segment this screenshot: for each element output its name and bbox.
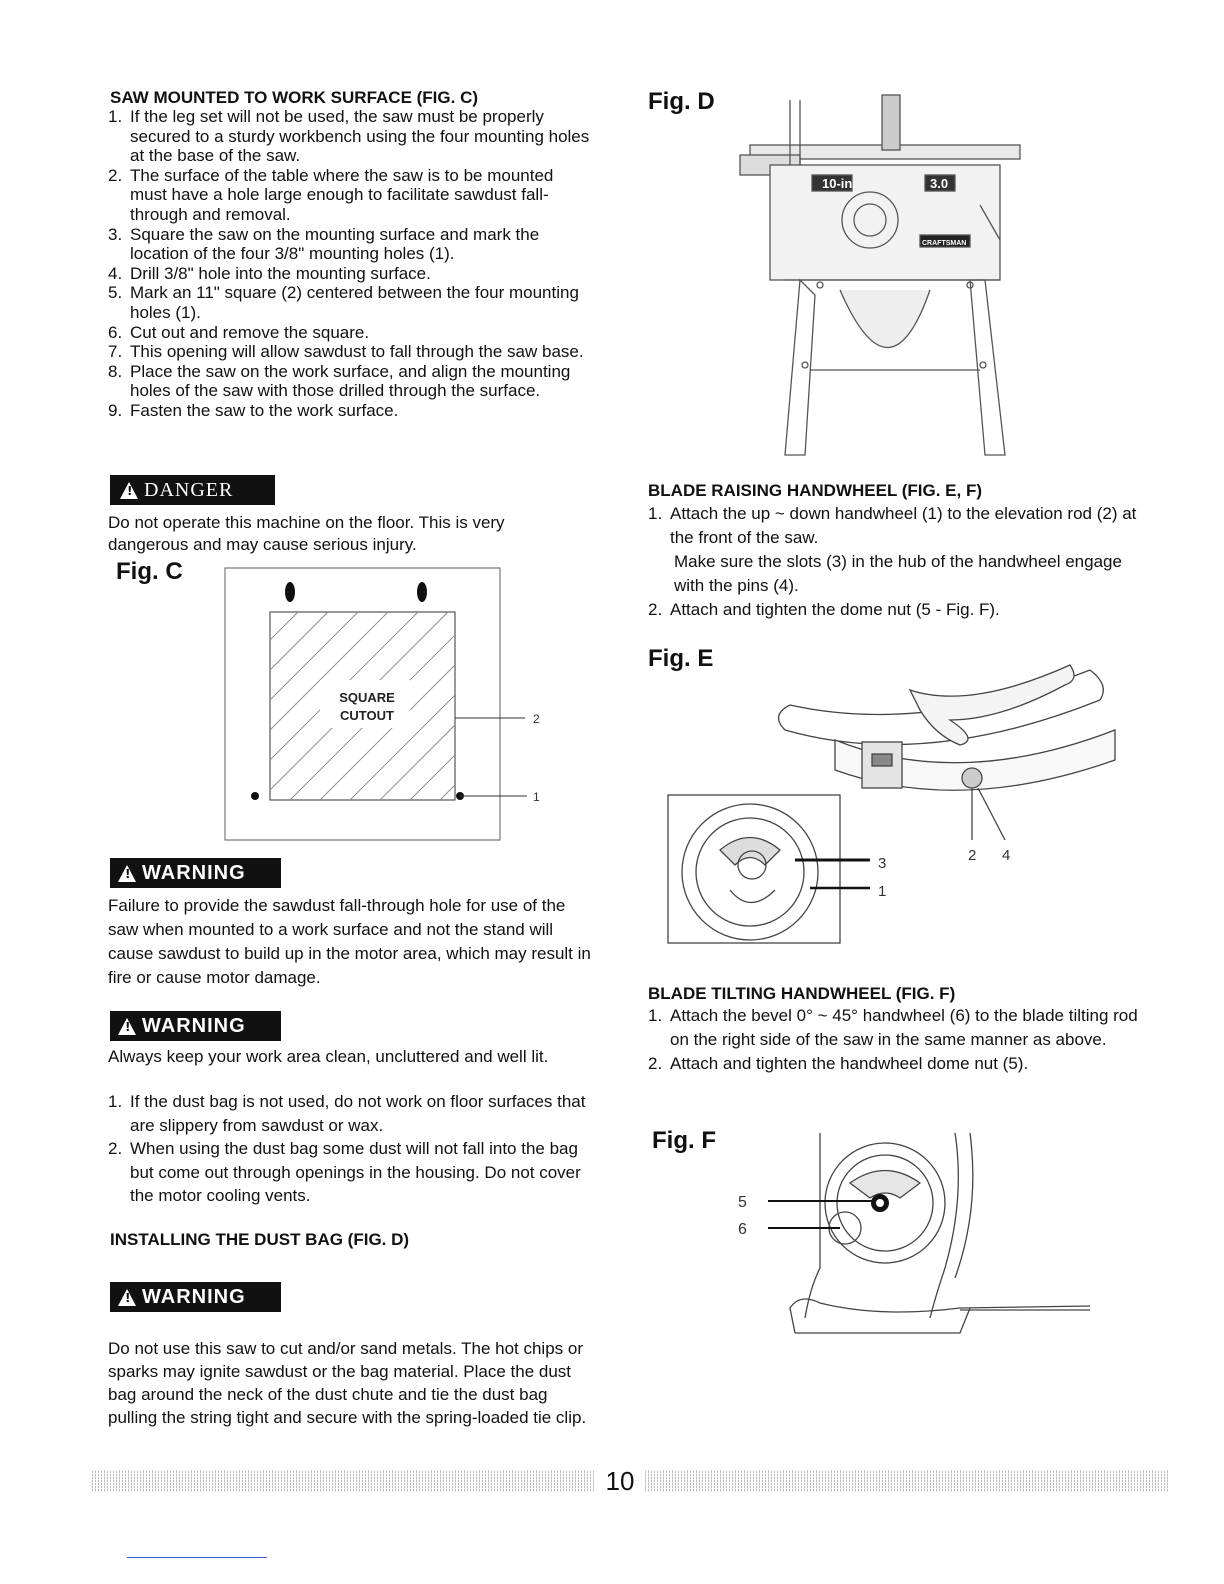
- fig-e-callout-4: 4: [1002, 847, 1010, 864]
- section-heading-dust-bag: INSTALLING THE DUST BAG (FIG. D): [110, 1230, 410, 1249]
- fig-e-label: Fig. E: [648, 645, 714, 672]
- danger-text: Do not operate this machine on the floor…: [108, 513, 505, 554]
- danger-badge: DANGER: [110, 475, 275, 505]
- page-number: 10: [605, 1466, 635, 1496]
- raising-steps-list: 1.Attach the up ~ down handwheel (1) to …: [648, 502, 1148, 622]
- list-item: 6.Cut out and remove the square.: [108, 322, 370, 342]
- tilting-steps-list: 1.Attach the bevel 0° ~ 45° handwheel (6…: [648, 1004, 1148, 1076]
- warning-badge-3: WARNING: [110, 1282, 281, 1312]
- warning-1-text: Failure to provide the sawdust fall-thro…: [108, 896, 591, 987]
- callout-2: 2: [533, 712, 540, 726]
- fig-c-diagram: SQUARE CUTOUT 2 1: [224, 567, 540, 841]
- saw-size-label: 10-in.: [822, 176, 856, 191]
- warning-2-steps: 1.If the dust bag is not used, do not wo…: [108, 1090, 598, 1208]
- fig-c-label: Fig. C: [116, 558, 183, 585]
- section-heading-saw-mounted: SAW MOUNTED TO WORK SURFACE (FIG. C): [110, 88, 479, 107]
- divider: [127, 1557, 267, 1558]
- warning-3-text: Do not use this saw to cut and/or sand m…: [108, 1339, 587, 1427]
- fig-e-callout-3: 3: [878, 855, 886, 872]
- square-cutout-label-2: CUTOUT: [340, 708, 394, 723]
- list-item: 1.If the leg set will not be used, the s…: [108, 107, 590, 166]
- section-heading-blade-raising: BLADE RAISING HANDWHEEL (FIG. E, F): [648, 481, 983, 500]
- fig-f-label: Fig. F: [652, 1127, 716, 1154]
- warning-triangle-icon: [118, 864, 136, 882]
- mounting-steps-list: 1.If the leg set will not be used, the s…: [108, 107, 593, 421]
- brand-label: CRAFTSMAN: [922, 240, 966, 247]
- footer-decorative-bar-left: [92, 1470, 595, 1492]
- fig-e-diagram: 3 1 2 4: [667, 664, 1116, 944]
- fig-e-callout-1: 1: [878, 883, 886, 900]
- fig-d-diagram: 10-in. 3.0 CRAFTSMAN: [739, 94, 1021, 456]
- warning-triangle-icon: [118, 1288, 136, 1306]
- list-item: 1.If the dust bag is not used, do not wo…: [108, 1092, 586, 1135]
- footer-decorative-bar-right: [645, 1470, 1170, 1492]
- fig-f-callout-5: 5: [738, 1194, 747, 1211]
- section-heading-blade-tilting: BLADE TILTING HANDWHEEL (FIG. F): [648, 984, 956, 1003]
- warning-badge-2: WARNING: [110, 1011, 281, 1041]
- square-cutout-label-1: SQUARE: [339, 690, 395, 705]
- fig-d-label: Fig. D: [648, 88, 715, 115]
- list-item: 7.This opening will allow sawdust to fal…: [108, 342, 584, 362]
- list-item: 8.Place the saw on the work surface, and…: [108, 361, 571, 401]
- warning-triangle-icon: [118, 1017, 136, 1035]
- list-item: 4.Drill 3/8" hole into the mounting surf…: [108, 263, 431, 283]
- saw-hp-label: 3.0: [930, 176, 948, 191]
- list-item: 2.The surface of the table where the saw…: [108, 165, 554, 224]
- list-item: 2.When using the dust bag some dust will…: [108, 1139, 581, 1205]
- warning-triangle-icon: [120, 481, 138, 499]
- fig-f-callout-6: 6: [738, 1221, 747, 1238]
- list-item: 9.Fasten the saw to the work surface.: [108, 400, 399, 420]
- list-item: 5.Mark an 11" square (2) centered betwee…: [108, 283, 579, 322]
- list-item: 2.Attach and tighten the dome nut (5 - F…: [648, 600, 1000, 619]
- list-item: 1.Attach the up ~ down handwheel (1) to …: [648, 504, 1137, 595]
- warning-badge-1: WARNING: [110, 858, 281, 888]
- list-item: 3.Square the saw on the mounting surface…: [108, 224, 540, 264]
- list-item: 1.Attach the bevel 0° ~ 45° handwheel (6…: [648, 1006, 1138, 1049]
- callout-1: 1: [533, 790, 540, 804]
- fig-e-callout-2: 2: [968, 847, 976, 864]
- list-item: 2.Attach and tighten the handwheel dome …: [648, 1054, 1029, 1073]
- fig-f-diagram: 5 6: [738, 1132, 1091, 1334]
- warning-2-text: Always keep your work area clean, unclut…: [108, 1047, 549, 1066]
